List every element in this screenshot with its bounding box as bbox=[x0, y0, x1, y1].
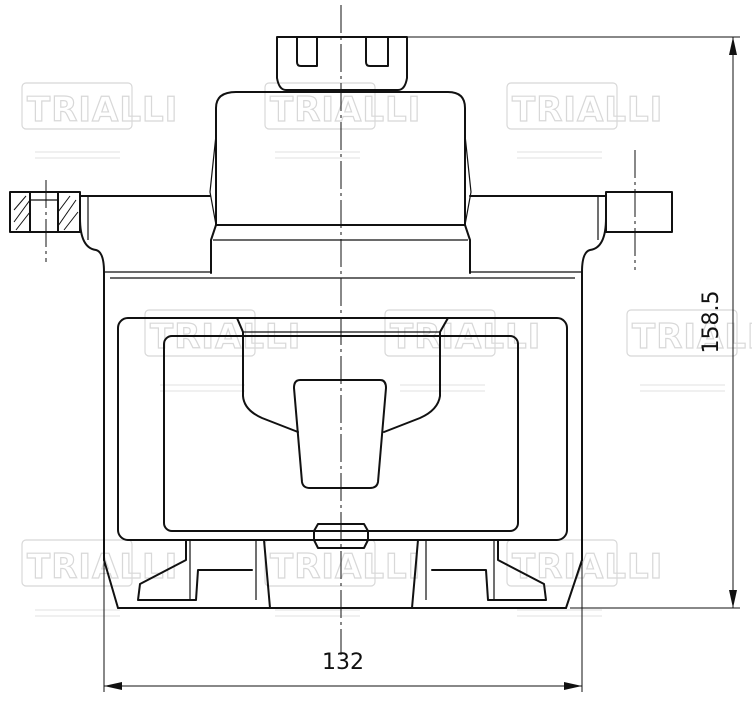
watermark-logo: TRIALLI bbox=[626, 309, 752, 392]
watermark-text: TRIALLI bbox=[512, 547, 663, 587]
dome-left-fillet bbox=[209, 134, 217, 226]
height-dimension-label: 158.5 bbox=[699, 291, 724, 354]
watermark-text: TRIALLI bbox=[27, 547, 178, 587]
dimension-width: 132 bbox=[103, 562, 583, 692]
watermark-logo: TRIALLI bbox=[21, 82, 178, 159]
center-lines bbox=[45, 5, 636, 655]
cap-slot-left bbox=[296, 36, 318, 67]
bottom-notch bbox=[313, 523, 369, 549]
watermark-logo: TRIALLI bbox=[264, 82, 421, 159]
top-cap bbox=[276, 36, 408, 91]
neck bbox=[210, 224, 471, 274]
watermark-logo: TRIALLI bbox=[144, 309, 301, 392]
cap-slot-right bbox=[365, 36, 389, 67]
dome-body bbox=[215, 91, 466, 226]
watermark-text: TRIALLI bbox=[512, 90, 663, 130]
body-shoulder bbox=[104, 271, 582, 279]
dome-right-fillet bbox=[464, 134, 472, 226]
watermark-text: TRIALLI bbox=[27, 90, 178, 130]
lug-hatch bbox=[13, 195, 79, 231]
right-bolt-lug bbox=[605, 191, 673, 233]
width-dimension-label: 132 bbox=[322, 650, 364, 675]
watermark-text: TRIALLI bbox=[632, 317, 752, 357]
inner-cup bbox=[236, 317, 449, 433]
watermark-text: TRIALLI bbox=[270, 547, 421, 587]
dimension-height: 158.5 bbox=[407, 36, 740, 609]
flange bbox=[79, 195, 607, 561]
watermark-logo: TRIALLI bbox=[506, 82, 663, 159]
left-bolt-lug bbox=[9, 191, 81, 233]
watermark-logo: TRIALLI bbox=[21, 539, 178, 617]
part-outline bbox=[9, 36, 673, 609]
tongue bbox=[293, 379, 387, 489]
window-frame-outer bbox=[117, 317, 568, 541]
watermark-logo: TRIALLI bbox=[264, 539, 421, 617]
lug-bore bbox=[29, 191, 59, 233]
watermark-text: TRIALLI bbox=[270, 90, 421, 130]
watermark-group: TRIALLI TRIALLI TRIALLI TRIALLI TRIALLI … bbox=[21, 82, 752, 617]
